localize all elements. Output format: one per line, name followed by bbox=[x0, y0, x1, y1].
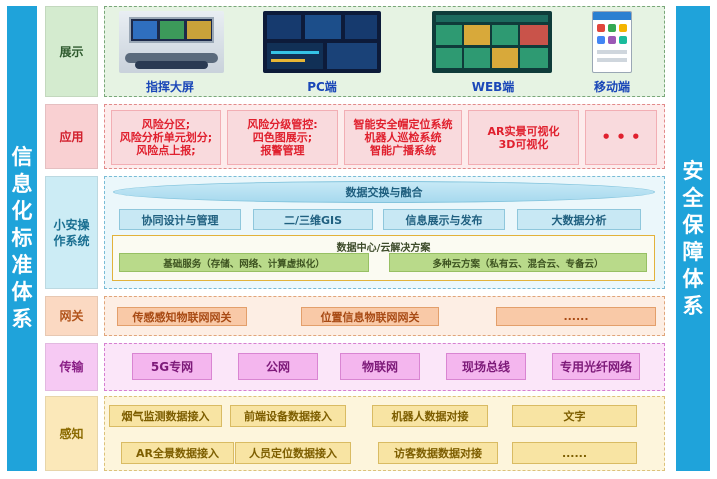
web-dashboard-image bbox=[432, 11, 552, 73]
pillar-char: 系 bbox=[682, 293, 704, 318]
app-line: AR实景可视化 bbox=[487, 124, 560, 138]
app-line: • • • bbox=[601, 128, 641, 146]
pillar-char: 息 bbox=[11, 172, 33, 196]
app-more: • • • bbox=[585, 110, 657, 165]
pillar-char: 全 bbox=[682, 185, 704, 210]
pillar-char: 系 bbox=[11, 307, 33, 331]
transport-item: 5G专网 bbox=[132, 353, 212, 380]
data-exchange-ellipse: 数据交换与融合 bbox=[113, 181, 655, 203]
gateway-item: 位置信息物联网网关 bbox=[301, 307, 439, 326]
app-line: 报警管理 bbox=[260, 144, 305, 157]
layer-panel-show: 指挥大屏 PC端 WEB端 移动端 bbox=[104, 6, 665, 97]
datacenter-item: 基础服务（存储、网络、计算虚拟化） bbox=[119, 253, 369, 272]
show-item-caption: WEB端 bbox=[471, 80, 515, 94]
pillar-char: 体 bbox=[11, 280, 33, 304]
pillar-char: 准 bbox=[11, 253, 33, 277]
gateway-item: ...... bbox=[496, 307, 656, 326]
pillar-char: 保 bbox=[682, 212, 704, 237]
sense-item: 烟气监测数据接入 bbox=[109, 405, 222, 427]
sense-item: 人员定位数据接入 bbox=[235, 442, 351, 464]
sense-item: 访客数据数据对接 bbox=[378, 442, 498, 464]
sense-item: AR全景数据接入 bbox=[121, 442, 234, 464]
command-screen-image bbox=[119, 11, 224, 73]
app-line: 四色图展示; bbox=[252, 131, 313, 144]
sense-item: ...... bbox=[512, 442, 637, 464]
layer-label-show: 展示 bbox=[45, 6, 98, 97]
security-system-pillar: 安 全 保 障 体 系 bbox=[676, 6, 710, 471]
sense-item: 机器人数据对接 bbox=[372, 405, 488, 427]
show-item-caption: 指挥大屏 bbox=[145, 80, 194, 94]
datacenter-title: 数据中心/云解决方案 bbox=[336, 243, 431, 254]
app-line: 3D可视化 bbox=[498, 137, 549, 151]
show-item-caption: 移动端 bbox=[593, 80, 630, 94]
sense-item: 前端设备数据接入 bbox=[230, 405, 346, 427]
os-module: 二/三维GIS bbox=[253, 209, 373, 230]
layer-panel-gateway: 传感感知物联网网关 位置信息物联网网关 ...... bbox=[104, 296, 665, 336]
datacenter-item: 多种云方案（私有云、混合云、专备云） bbox=[389, 253, 647, 272]
transport-item: 专用光纤网络 bbox=[552, 353, 640, 380]
layer-panel-transport: 5G专网 公网 物联网 现场总线 专用光纤网络 bbox=[104, 343, 665, 391]
app-line: 风险点上报; bbox=[136, 144, 196, 157]
pc-dashboard-image bbox=[263, 11, 381, 73]
pillar-char: 障 bbox=[682, 239, 704, 264]
os-module: 协同设计与管理 bbox=[119, 209, 241, 230]
app-line: 风险分析单元划分; bbox=[119, 131, 213, 144]
layer-label-app: 应用 bbox=[45, 104, 98, 169]
pillar-char: 信 bbox=[11, 145, 33, 169]
layer-label-transport: 传输 bbox=[45, 343, 98, 391]
app-risk-grading: 风险分级管控: 四色图展示; 报警管理 bbox=[227, 110, 338, 165]
show-item-caption: PC端 bbox=[307, 80, 337, 94]
pillar-char: 体 bbox=[682, 266, 704, 291]
layer-label-os: 小安操作系统 bbox=[45, 176, 98, 289]
standards-system-pillar: 信 息 化 标 准 体 系 bbox=[7, 6, 37, 471]
layer-panel-sense: 烟气监测数据接入 前端设备数据接入 机器人数据对接 文字 AR全景数据接入 人员… bbox=[104, 396, 665, 471]
app-line: 机器人巡检系统 bbox=[364, 131, 442, 144]
layer-label-gateway: 网关 bbox=[45, 296, 98, 336]
transport-item: 物联网 bbox=[340, 353, 420, 380]
transport-item: 现场总线 bbox=[446, 353, 526, 380]
app-smart-systems: 智能安全帽定位系统 机器人巡检系统 智能广播系统 bbox=[344, 110, 462, 165]
gateway-item: 传感感知物联网网关 bbox=[117, 307, 247, 326]
os-module: 信息展示与发布 bbox=[383, 209, 505, 230]
pillar-char: 安 bbox=[682, 158, 704, 183]
app-line: 风险分区; bbox=[141, 118, 191, 131]
os-module: 大数据分析 bbox=[517, 209, 641, 230]
app-line: 智能广播系统 bbox=[370, 144, 436, 157]
layer-panel-app: 风险分区; 风险分析单元划分; 风险点上报; 风险分级管控: 四色图展示; 报警… bbox=[104, 104, 665, 169]
app-risk-zoning: 风险分区; 风险分析单元划分; 风险点上报; bbox=[111, 110, 221, 165]
app-line: 风险分级管控: bbox=[247, 118, 318, 131]
sense-item: 文字 bbox=[512, 405, 637, 427]
pillar-char: 标 bbox=[11, 226, 33, 250]
mobile-app-image bbox=[592, 11, 632, 73]
layer-panel-os: 数据交换与融合 协同设计与管理 二/三维GIS 信息展示与发布 大数据分析 数据… bbox=[104, 176, 665, 289]
app-visualization: AR实景可视化 3D可视化 bbox=[468, 110, 579, 165]
app-line: 智能安全帽定位系统 bbox=[353, 118, 453, 131]
layer-label-sense: 感知 bbox=[45, 396, 98, 471]
transport-item: 公网 bbox=[238, 353, 318, 380]
datacenter-box: 数据中心/云解决方案 基础服务（存储、网络、计算虚拟化） 多种云方案（私有云、混… bbox=[112, 235, 655, 281]
pillar-char: 化 bbox=[11, 199, 33, 223]
